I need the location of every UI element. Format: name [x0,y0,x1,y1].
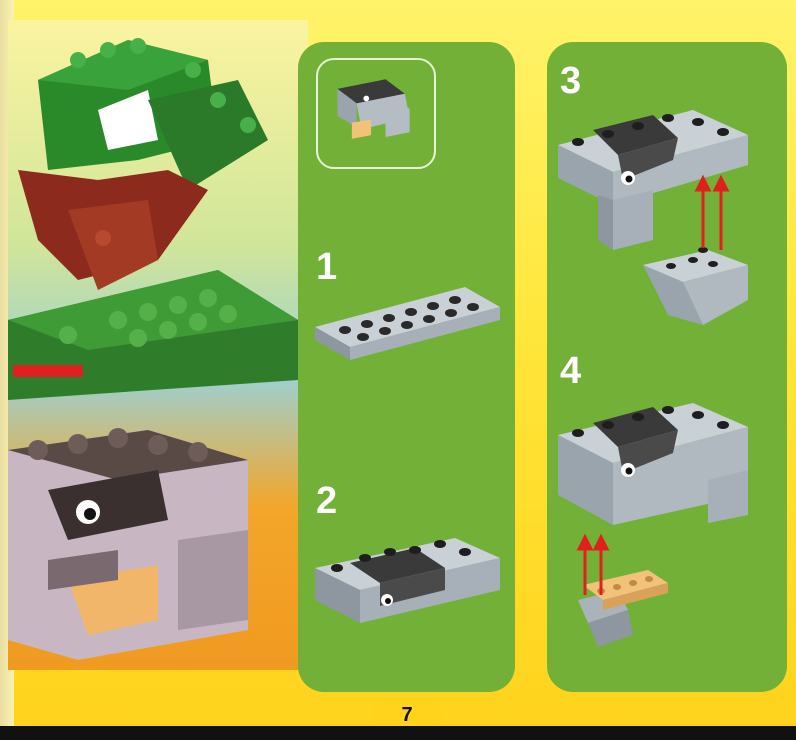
model-photo [8,20,308,670]
model-preview-thumbnail [316,58,436,169]
attach-tan-plate-icon [553,395,763,655]
page-bottom-edge [0,726,796,740]
page-number: 7 [372,704,442,727]
step-number-3: 3 [560,62,581,100]
elephant-head-assembly-icon [315,528,505,628]
grey-plate-brick-icon [315,282,505,362]
elephant-head-preview-icon [318,60,430,163]
step-number-1: 1 [316,248,337,286]
step-number-2: 2 [316,482,337,520]
attach-wedge-brick-icon [553,100,763,340]
step-number-4: 4 [560,352,581,390]
